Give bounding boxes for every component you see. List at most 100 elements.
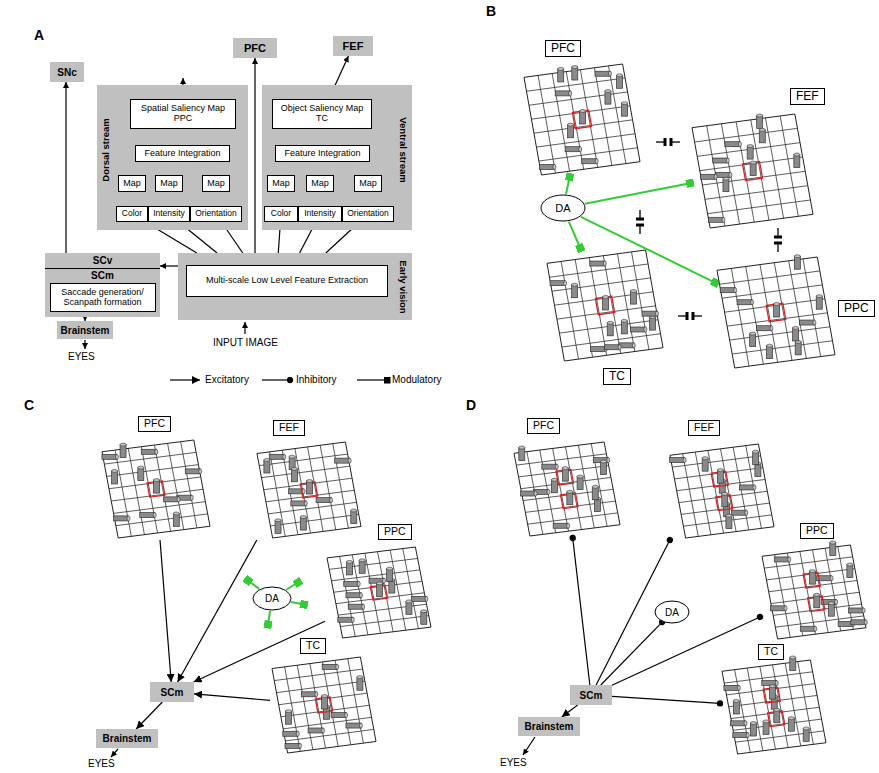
bar-item xyxy=(283,731,300,736)
synapse-stroke xyxy=(686,312,689,320)
bar-item xyxy=(774,708,780,723)
grid-outline xyxy=(692,114,813,228)
bar-item xyxy=(814,593,820,608)
bar-item xyxy=(346,723,363,728)
node-label: Dorsal stream xyxy=(101,118,111,181)
node-label: Brainstem xyxy=(525,721,574,732)
node-label: Multi-scale Low Level Feature Extraction xyxy=(206,276,368,286)
node-label: PPC xyxy=(838,300,875,317)
node-label: TC xyxy=(758,644,784,660)
exc-connector xyxy=(178,540,257,682)
bar-item xyxy=(590,261,607,266)
bar-item xyxy=(406,600,412,615)
node-label: PPC xyxy=(800,523,834,539)
node-label: PFC xyxy=(545,40,581,57)
bar-item xyxy=(750,161,756,176)
exc-connector xyxy=(160,540,171,682)
mod-connector xyxy=(585,183,690,204)
grid-illustration xyxy=(720,658,828,756)
grid-illustration xyxy=(270,655,378,755)
exc-connector xyxy=(254,58,255,253)
node-label: Intensity xyxy=(304,209,336,218)
grid-illustration xyxy=(760,543,868,641)
bar-item xyxy=(346,593,363,598)
annotation-label: EYES xyxy=(88,758,115,769)
process-box: Color xyxy=(116,206,148,222)
grid-illustration xyxy=(668,442,776,540)
node-label: Saccade generation/ Scanpath formation xyxy=(53,288,153,308)
bar-item xyxy=(607,321,613,336)
node-label: PPC xyxy=(378,524,412,540)
bar-item xyxy=(580,109,586,124)
arrow-line xyxy=(523,737,535,755)
area-box: SCm xyxy=(150,682,194,702)
grid-line xyxy=(270,514,358,526)
grid-illustration xyxy=(255,440,363,540)
node-label: SCm xyxy=(45,270,160,281)
arrow-line xyxy=(84,340,85,349)
node-label: Color xyxy=(271,209,291,218)
area-box: SNc xyxy=(50,62,84,82)
saliency-grid: TC xyxy=(545,248,665,363)
grid-outline xyxy=(272,657,376,753)
bar-item xyxy=(753,450,759,465)
grid-line xyxy=(785,663,801,746)
grid-line xyxy=(335,660,351,744)
bar-item xyxy=(717,469,723,484)
grid-line xyxy=(536,134,635,147)
grid-line xyxy=(538,75,555,173)
node-label: Feature Integration xyxy=(144,149,220,159)
stream-box: Early visionMulti-scale Low Level Featur… xyxy=(178,253,412,320)
inh-connector xyxy=(612,696,720,703)
saliency-grid: PFC xyxy=(522,62,642,177)
decorations xyxy=(85,78,782,757)
node-label: Spatial Saliency Map PPC xyxy=(136,104,230,124)
node-label: Ventral stream xyxy=(398,117,408,182)
bar-item xyxy=(750,332,756,347)
grid-outline xyxy=(102,440,210,538)
grid-line xyxy=(705,186,808,200)
divider-line xyxy=(45,268,160,269)
saliency-grid: PFC xyxy=(512,440,622,538)
process-box: Orientation xyxy=(342,206,394,222)
node-label: DA xyxy=(665,607,679,618)
bar-item xyxy=(731,510,748,515)
stream-box: Dorsal stream Spatial Saliency Map PPC Fea… xyxy=(97,85,248,230)
bar-item xyxy=(774,557,791,562)
grid-line xyxy=(270,452,286,536)
grid-line xyxy=(297,665,313,749)
synapse-symbol xyxy=(678,312,702,320)
bar-item xyxy=(301,692,318,697)
bar-item xyxy=(731,721,748,726)
bar-item xyxy=(630,290,636,305)
grid-line xyxy=(672,456,760,467)
node-label: PFC xyxy=(244,42,266,54)
bar-item xyxy=(794,153,800,168)
bar-item xyxy=(521,491,538,496)
grid-illustration xyxy=(690,112,815,230)
grid-line xyxy=(732,341,832,354)
saliency-grid: FEF xyxy=(668,442,776,540)
grid-outline xyxy=(670,444,774,538)
grid-line xyxy=(825,548,841,631)
panel-letter: C xyxy=(24,398,34,413)
bar-item xyxy=(720,288,737,293)
bar-item xyxy=(617,74,623,89)
bar-item xyxy=(793,326,799,341)
bar-item xyxy=(582,159,599,164)
node-label: Color xyxy=(122,209,142,218)
grid-outline xyxy=(547,250,663,361)
bar-item xyxy=(275,519,281,534)
bar-item xyxy=(359,559,365,574)
synapse-stroke xyxy=(664,138,667,146)
process-box: Intensity xyxy=(298,206,342,222)
grid-line xyxy=(735,731,823,742)
bar-item xyxy=(593,458,610,463)
exc-connector xyxy=(65,82,66,253)
bar-item xyxy=(335,458,352,463)
grid-line xyxy=(813,550,829,633)
connectors xyxy=(66,56,760,729)
bar-item xyxy=(763,720,769,735)
grid-outline xyxy=(762,545,866,639)
bar-item xyxy=(828,602,834,617)
